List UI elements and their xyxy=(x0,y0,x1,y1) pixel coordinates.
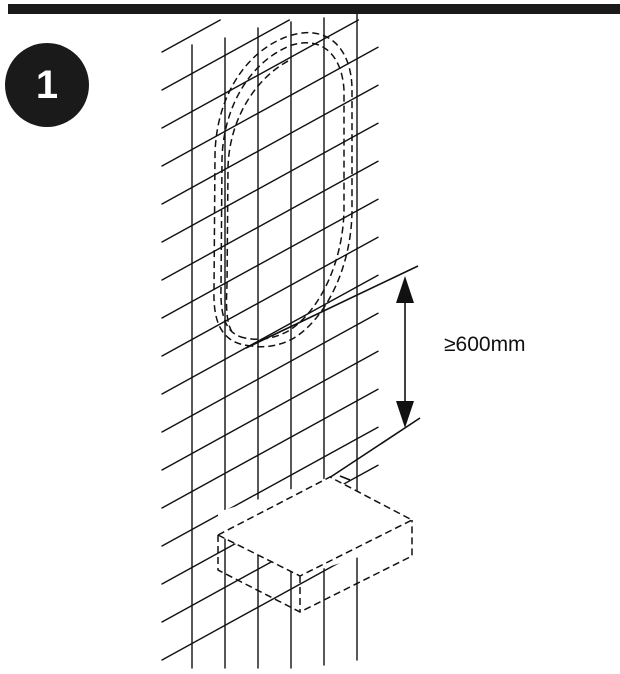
tile-grid-diagonal-line xyxy=(161,84,379,205)
tile-grid-diagonal-line xyxy=(161,312,379,433)
tile-wall-grid xyxy=(161,13,379,669)
double-arrow-icon xyxy=(396,276,414,428)
tile-grid-diagonal-line xyxy=(161,19,221,53)
tile-grid-diagonal-line xyxy=(161,122,379,243)
dimension-reference-lines xyxy=(245,265,421,485)
step-number: 1 xyxy=(35,63,59,107)
tile-grid-diagonal-line xyxy=(161,236,379,357)
tile-grid-diagonal-line xyxy=(161,160,379,281)
tile-grid-diagonal-line xyxy=(161,388,379,509)
step-number-badge: 1 xyxy=(5,43,89,127)
tile-grid-diagonal-line xyxy=(161,350,379,471)
cabinet-icon xyxy=(217,475,413,613)
clearance-dimension-label: ≥600mm xyxy=(444,333,526,356)
mirror-icon xyxy=(213,31,353,348)
tile-grid-diagonal-line xyxy=(161,274,379,395)
tile-grid-diagonal-lines xyxy=(161,19,379,661)
tile-grid-diagonal-line xyxy=(161,198,379,319)
tile-grid-diagonal-line xyxy=(161,46,379,167)
tile-grid-diagonal-line xyxy=(161,426,379,547)
header-bar xyxy=(8,4,620,14)
tile-grid-diagonal-line xyxy=(161,19,360,129)
tile-grid-vertical-lines xyxy=(191,13,358,669)
tile-grid-diagonal-line xyxy=(161,19,290,91)
